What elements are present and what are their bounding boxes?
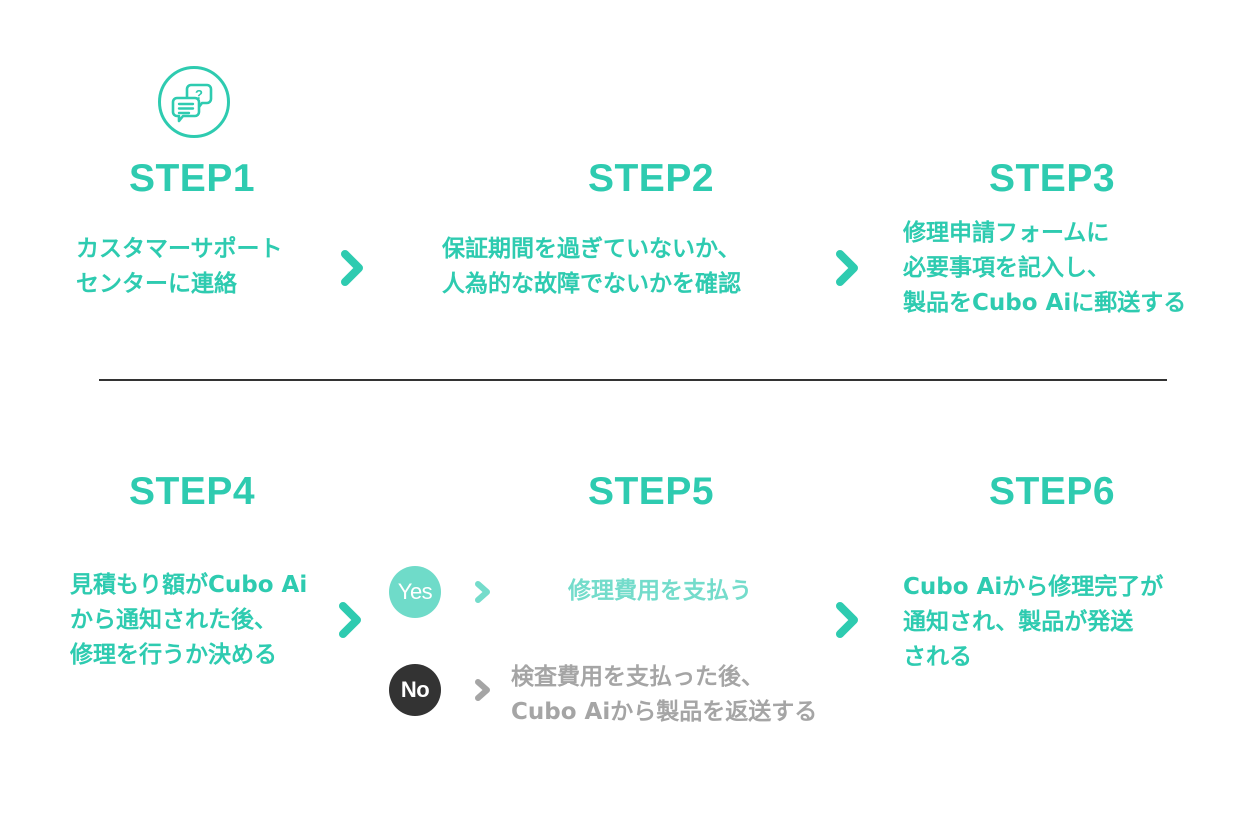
support-chat-icon: ? bbox=[157, 65, 231, 139]
step2-description: 保証期間を過ぎていないか、 人為的な故障でないかを確認 bbox=[442, 232, 741, 302]
chevron-right-icon bbox=[336, 600, 364, 640]
step1-line-2: センターに連絡 bbox=[76, 271, 237, 297]
step1-title: STEP1 bbox=[128, 157, 256, 200]
chevron-right-icon bbox=[833, 248, 861, 288]
no-branch-line-2: Cubo Aiから製品を返送する bbox=[511, 699, 818, 725]
step4-line-1: 見積もり額がCubo Ai bbox=[70, 572, 308, 598]
step5-title: STEP5 bbox=[587, 470, 715, 513]
step3-description: 修理申請フォームに 必要事項を記入し、 製品をCubo Aiに郵送する bbox=[903, 216, 1186, 321]
step2-title: STEP2 bbox=[587, 157, 715, 200]
step4-line-2: から通知された後、 bbox=[70, 607, 277, 633]
step3-line-3: 製品をCubo Aiに郵送する bbox=[903, 290, 1187, 316]
chevron-right-icon bbox=[473, 579, 493, 605]
no-badge: No bbox=[389, 664, 441, 716]
yes-badge: Yes bbox=[389, 566, 441, 618]
step6-title: STEP6 bbox=[988, 470, 1116, 513]
step6-line-3: される bbox=[903, 644, 972, 670]
step1-line-1: カスタマーサポート bbox=[76, 236, 283, 262]
chevron-right-icon bbox=[833, 600, 861, 640]
step3-title: STEP3 bbox=[988, 157, 1116, 200]
no-branch-text: 検査費用を支払った後、 Cubo Aiから製品を返送する bbox=[511, 660, 817, 730]
section-divider bbox=[99, 379, 1167, 381]
step4-line-3: 修理を行うか決める bbox=[70, 642, 277, 668]
step2-line-1: 保証期間を過ぎていないか、 bbox=[442, 236, 741, 262]
step6-description: Cubo Aiから修理完了が 通知され、製品が発送 される bbox=[903, 570, 1163, 675]
chevron-right-icon bbox=[473, 677, 493, 703]
step4-title: STEP4 bbox=[128, 470, 256, 513]
step2-line-2: 人為的な故障でないかを確認 bbox=[442, 271, 741, 297]
chevron-right-icon bbox=[338, 248, 366, 288]
step6-line-1: Cubo Aiから修理完了が bbox=[903, 574, 1164, 600]
no-branch-line-1: 検査費用を支払った後、 bbox=[511, 664, 764, 690]
step6-line-2: 通知され、製品が発送 bbox=[903, 609, 1134, 635]
step3-line-1: 修理申請フォームに bbox=[903, 220, 1110, 246]
step3-line-2: 必要事項を記入し、 bbox=[903, 255, 1110, 281]
yes-branch-text: 修理費用を支払う bbox=[568, 578, 752, 604]
step1-description: カスタマーサポート センターに連絡 bbox=[76, 232, 283, 302]
step4-description: 見積もり額がCubo Ai から通知された後、 修理を行うか決める bbox=[70, 568, 307, 673]
svg-text:?: ? bbox=[195, 87, 203, 102]
